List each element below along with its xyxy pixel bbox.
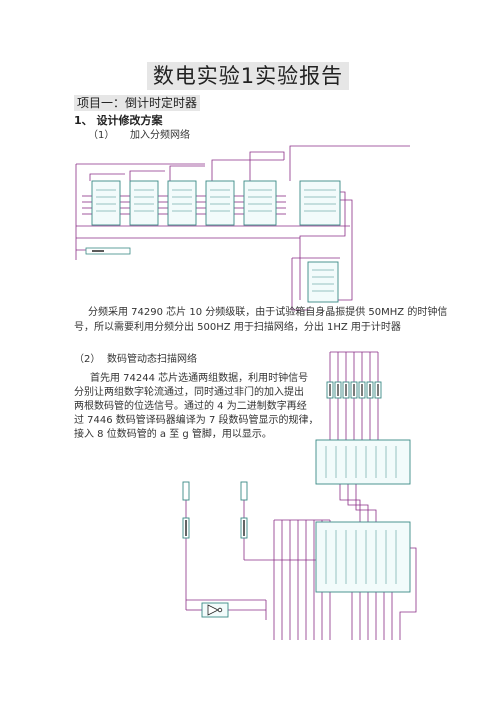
decoder-chip <box>315 439 411 485</box>
subsection-1-number: （1） <box>88 130 115 141</box>
buffer-chip <box>315 521 411 593</box>
counter-chip-6 <box>299 180 341 226</box>
paragraph-2-line-3: 两根数码管的位选信号。通过的 4 为二进制数字再经 <box>74 401 307 412</box>
counter-chip-7 <box>307 261 339 303</box>
counter-chip-1 <box>91 180 121 226</box>
paragraph-2-line-1: 首先用 74244 芯片选通两组数据，利用时钟信号 <box>90 373 309 384</box>
subsection-2-title: 数码管动态扫描网络 <box>107 354 197 365</box>
paragraph-2-line-2: 分别让两组数字轮流通过，同时通过非门的加入提出 <box>74 387 304 398</box>
paragraph-2-line-4: 过 7446 数码管译码器编译为 7 段数码管显示的规律， <box>74 415 319 426</box>
counter-chip-5 <box>243 180 277 226</box>
section-heading: 1、 设计修改方案 <box>74 114 163 127</box>
subsection-2-number: （2） <box>74 354 101 365</box>
page-title: 数电实验1实验报告 <box>0 60 496 90</box>
clock-input-pin <box>85 247 131 255</box>
project-heading: 项目一：倒计时定时器 <box>74 94 201 111</box>
counter-chip-2 <box>129 180 159 226</box>
counter-chip-3 <box>167 180 197 226</box>
paragraph-2-line-5: 接入 8 位数码管的 a 至 g 管脚，用以显示。 <box>74 429 272 440</box>
subsection-1-title: 加入分频网络 <box>130 130 190 141</box>
paragraph-1-line-1: 分频采用 74290 芯片 10 分频级联，由于试验箱自身晶振提供 50MHZ … <box>88 307 448 318</box>
not-gate <box>201 602 229 618</box>
paragraph-1-line-2: 号，所以需要利用分频分出 500HZ 用于扫描网络，分出 1HZ 用于计时器 <box>74 322 401 333</box>
counter-chip-4 <box>205 180 235 226</box>
